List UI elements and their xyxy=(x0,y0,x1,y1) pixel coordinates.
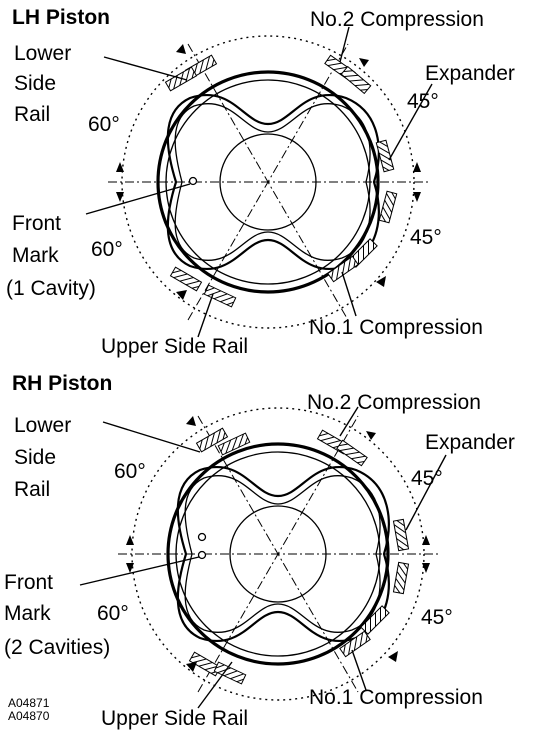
lh-label-no2-compression: No.2 Compression xyxy=(310,8,484,31)
lh-axis-upper-rail xyxy=(187,43,349,321)
lh-expander-ring-inner xyxy=(174,103,371,261)
rh-label-front-mark-3: (2 Cavities) xyxy=(4,636,110,659)
rh-axis-lower-rail xyxy=(197,415,359,693)
rh-label-angle-lower-right: 45° xyxy=(421,606,453,629)
rh-piston-drawing xyxy=(118,407,438,701)
rh-gap-upper-side-rail-2 xyxy=(213,661,247,685)
rh-leader-no2-compression xyxy=(339,406,359,437)
rh-label-front-mark-1: Front xyxy=(4,571,53,594)
rh-arrowhead xyxy=(422,535,430,545)
rh-gap-expander-1 xyxy=(392,518,410,552)
rh-gap-no1-compression-1 xyxy=(360,605,390,635)
rh-piston-diagram: RH Piston xyxy=(4,372,515,730)
lh-label-angle-lower-right: 45° xyxy=(410,226,442,249)
rh-leader-no1-compression xyxy=(351,649,367,691)
rh-piston-outline xyxy=(166,442,390,666)
rh-arrowhead xyxy=(388,651,398,662)
lh-label-front-mark-2: Mark xyxy=(12,244,59,267)
lh-label-angle-upper-right: 45° xyxy=(407,90,439,113)
lh-leader-no2-compression xyxy=(339,26,350,63)
rh-label-lower-side-rail-3: Rail xyxy=(14,478,50,501)
lh-label-lower-side-rail-2: Side xyxy=(14,72,56,95)
lh-label-expander: Expander xyxy=(425,62,515,85)
rh-arrowhead xyxy=(366,431,376,440)
lh-label-front-mark-3: (1 Cavity) xyxy=(6,277,96,300)
lh-leader-upper-side-rail xyxy=(197,293,214,338)
rh-label-angle-lower-left: 60° xyxy=(97,602,129,625)
lh-title: LH Piston xyxy=(12,6,110,29)
lh-arrowhead xyxy=(116,192,124,202)
rh-gap-expander-2 xyxy=(392,561,410,595)
lh-gap-expander-2 xyxy=(378,190,398,224)
lh-piston-outline xyxy=(156,70,380,294)
lh-gap-upper-side-rail-1 xyxy=(169,266,203,292)
lh-arrowhead xyxy=(413,192,421,202)
lh-leader-front-mark xyxy=(85,183,191,215)
lh-gap-upper-side-rail-2 xyxy=(203,284,237,308)
lh-leader-expander xyxy=(388,83,433,161)
lh-label-lower-side-rail-3: Rail xyxy=(14,103,50,126)
rh-gap-lower-side-rail-2 xyxy=(217,432,251,456)
lh-piston-diagram: LH Piston xyxy=(6,6,515,358)
lh-leader-lower-side-rail xyxy=(103,56,188,81)
lh-label-lower-side-rail-1: Lower xyxy=(14,42,71,65)
lh-label-upper-side-rail: Upper Side Rail xyxy=(101,335,248,358)
rh-front-mark-cavity-1 xyxy=(197,532,207,542)
lh-piston-drawing xyxy=(108,35,428,329)
rh-label-front-mark-2: Mark xyxy=(4,602,51,625)
rh-gap-no1-compression-2 xyxy=(339,630,371,658)
rh-label-lower-side-rail-2: Side xyxy=(14,446,56,469)
lh-label-angle-lower-left: 60° xyxy=(91,238,123,261)
lh-arrowhead xyxy=(413,162,421,172)
lh-arrowhead xyxy=(376,276,386,287)
lh-gap-expander-1 xyxy=(375,139,395,173)
lh-arrowhead xyxy=(116,162,124,172)
rh-label-no2-compression: No.2 Compression xyxy=(307,391,481,414)
rh-leader-lower-side-rail xyxy=(102,421,201,453)
rh-leader-front-mark xyxy=(79,556,200,586)
rh-gap-lower-side-rail-1 xyxy=(195,427,229,453)
rh-arrowhead xyxy=(126,535,134,545)
lh-label-angle-upper-left: 60° xyxy=(88,113,120,136)
rh-label-upper-side-rail: Upper Side Rail xyxy=(101,707,248,730)
lh-gap-no1-compression-2 xyxy=(327,255,359,283)
lh-front-mark-cavity xyxy=(188,176,198,186)
lh-label-front-mark-1: Front xyxy=(12,212,61,235)
rh-arrowhead xyxy=(186,662,197,672)
lh-gap-no2-compression-2 xyxy=(340,65,372,95)
figure-code-2: A04870 xyxy=(8,709,50,723)
rh-arrowhead xyxy=(422,563,430,573)
rh-label-lower-side-rail-1: Lower xyxy=(14,414,71,437)
lh-arrowhead xyxy=(359,58,369,67)
rh-leader-upper-side-rail xyxy=(197,661,233,709)
rh-label-angle-upper-left: 60° xyxy=(114,460,146,483)
rh-label-angle-upper-right: 45° xyxy=(411,467,443,490)
rh-gap-no2-compression-2 xyxy=(336,439,368,467)
rh-front-mark-cavity-2 xyxy=(197,550,207,560)
rh-arrowhead xyxy=(126,563,134,573)
lh-arrowhead xyxy=(176,44,186,54)
figure-code-1: A04871 xyxy=(8,696,50,710)
rh-label-expander: Expander xyxy=(425,431,515,454)
rh-arrowhead xyxy=(186,416,196,426)
rh-expander-ring-inner xyxy=(184,475,381,633)
rh-title: RH Piston xyxy=(12,372,112,395)
lh-arrowhead xyxy=(176,290,187,300)
lh-leader-no1-compression xyxy=(341,271,357,317)
lh-label-no1-compression: No.1 Compression xyxy=(309,316,483,339)
rh-label-no1-compression: No.1 Compression xyxy=(309,686,483,709)
rh-leader-expander xyxy=(405,454,447,531)
